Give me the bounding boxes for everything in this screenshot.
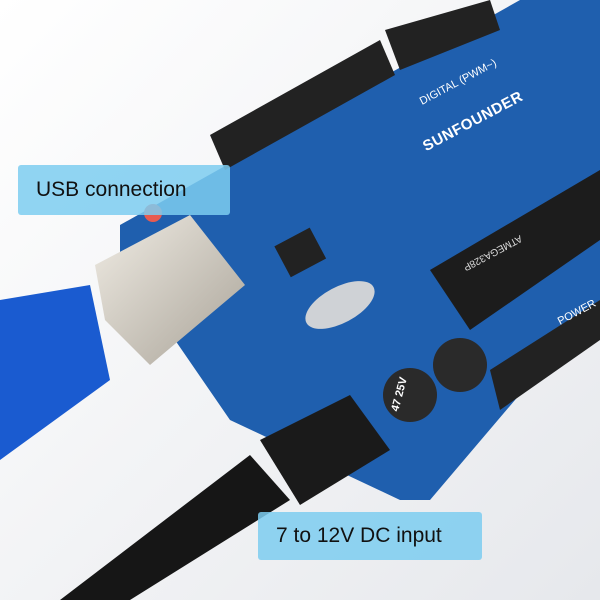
dc-cable	[60, 455, 290, 600]
crystal	[305, 281, 375, 329]
microcontroller-chip	[430, 170, 600, 330]
capacitor	[433, 338, 487, 392]
digital-header	[210, 40, 395, 170]
capacitor	[383, 368, 437, 422]
power-header	[490, 300, 600, 410]
dc-jack	[260, 395, 390, 505]
digital-header-right	[385, 0, 500, 70]
usb-connection-label: USB connection	[18, 165, 230, 215]
usb-cable	[0, 285, 110, 460]
usb-port	[95, 215, 245, 365]
usb-chip	[274, 227, 327, 278]
dc-input-label: 7 to 12V DC input	[258, 512, 482, 560]
